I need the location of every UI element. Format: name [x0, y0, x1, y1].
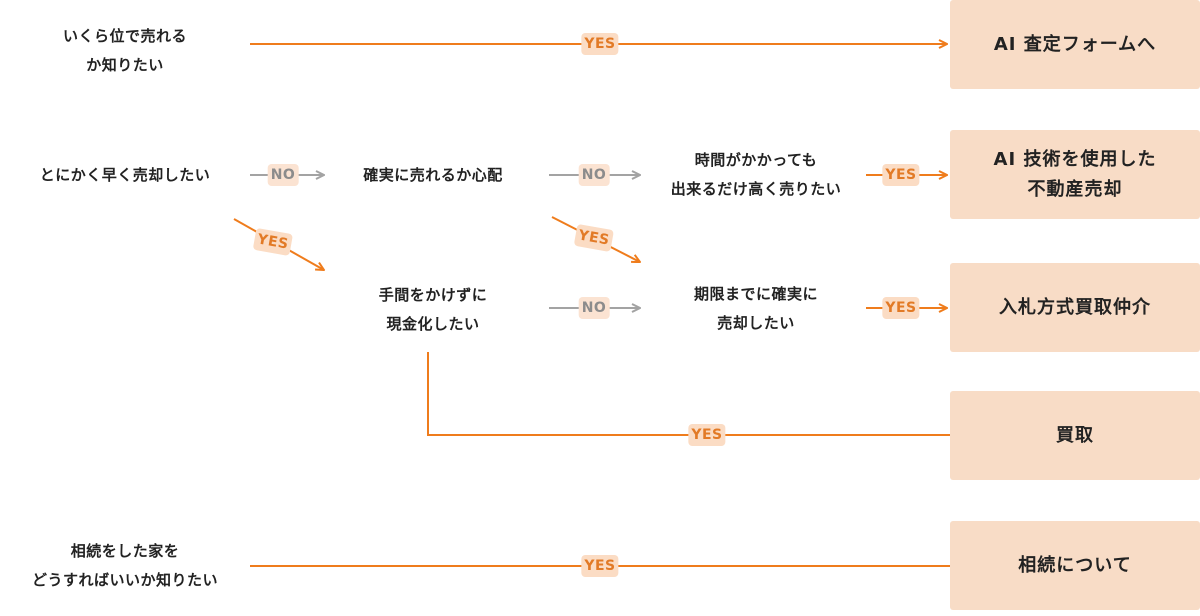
no-badge: NO: [578, 297, 610, 319]
no-badge: NO: [267, 164, 299, 186]
question-inheritance: 相続をした家を どうすればいいか知りたい: [31, 542, 218, 589]
question-certain-sale: 確実に売れるか心配: [363, 166, 503, 184]
question-time-ok: 時間がかかっても 出来るだけ高く売りたい: [670, 151, 842, 198]
question-deadline: 期限までに確実に 売却したい: [693, 285, 818, 332]
question-price: いくら位で売れる か知りたい: [62, 27, 187, 74]
yes-badge: YES: [688, 424, 726, 446]
yes-badge: YES: [882, 164, 920, 186]
result-ai-form[interactable]: AI 査定フォームへ: [950, 0, 1200, 89]
no-badge: NO: [578, 164, 610, 186]
question-quick-sale: とにかく早く売却したい: [39, 166, 211, 184]
result-purchase[interactable]: 買取: [950, 391, 1200, 480]
yes-badge: YES: [882, 297, 920, 319]
yes-badge: YES: [581, 555, 619, 577]
result-ai-tech-sale[interactable]: AI 技術を使用した 不動産売却: [950, 130, 1200, 219]
result-inheritance[interactable]: 相続について: [950, 521, 1200, 610]
question-no-effort: 手間をかけずに 現金化したい: [378, 286, 488, 333]
result-bid-brokerage[interactable]: 入札方式買取仲介: [950, 263, 1200, 352]
yes-badge: YES: [581, 33, 619, 55]
line-no-effort-to-buy: [427, 352, 950, 436]
